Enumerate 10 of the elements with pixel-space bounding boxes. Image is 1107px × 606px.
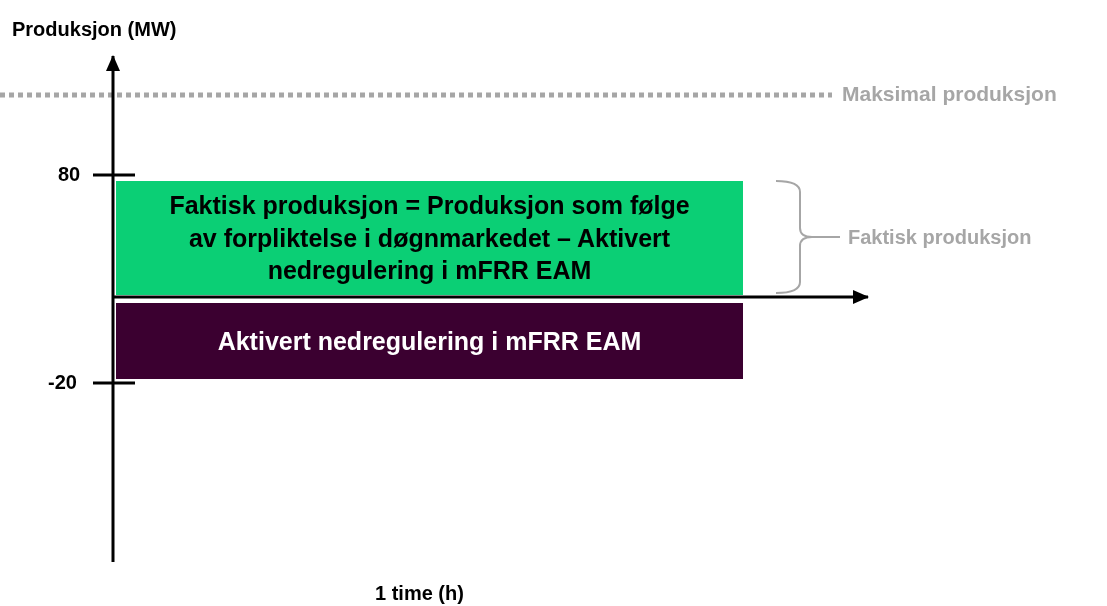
axis-title: Produksjon (MW)	[12, 18, 177, 41]
bar-label: Faktisk produksjon = Produksjon som følge av forpliktelse i døgnmarkedet – Aktivert nedregulering i mFRR EAM	[168, 190, 691, 287]
production-bar	[116, 181, 743, 295]
tick-label: 80	[58, 163, 81, 186]
down-regulation-bar	[116, 303, 743, 379]
bar-label: Aktivert nedregulering i mFRR EAM	[217, 325, 642, 357]
axis-title: 1 time (h)	[375, 582, 464, 605]
tick-label: -20	[48, 371, 77, 394]
bracket-label: Faktisk produksjon	[848, 226, 1032, 249]
line-label: Maksimal produksjon	[842, 82, 1057, 106]
